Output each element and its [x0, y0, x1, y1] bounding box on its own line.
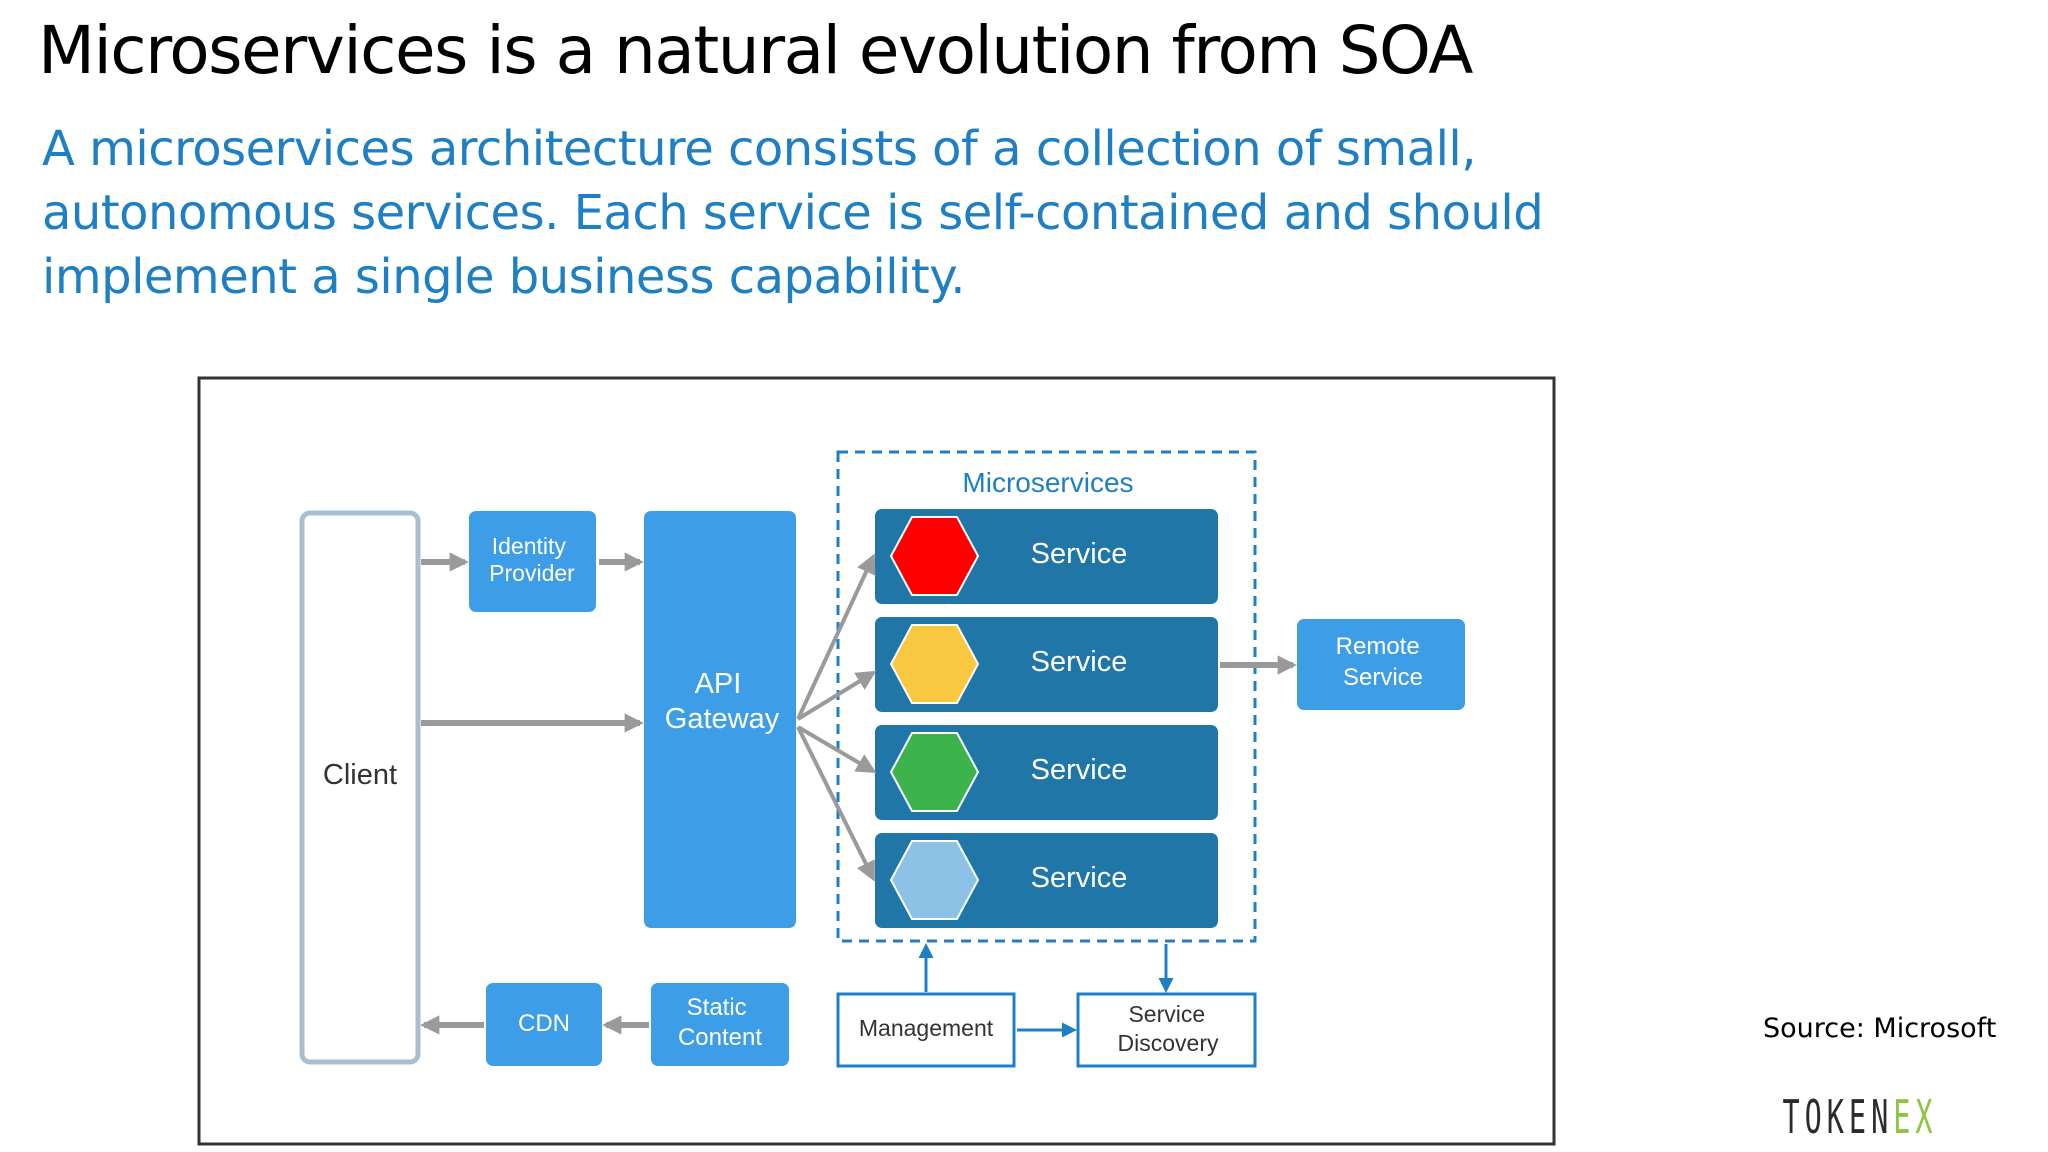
logo-letter: O [1804, 1090, 1822, 1144]
arrow-gateway-to-service-4 [796, 726, 875, 882]
arrow-gateway-to-service-2 [796, 670, 877, 721]
service-label: Service [1031, 646, 1128, 678]
client-box [299, 510, 421, 1065]
cdn-label: CDN [518, 1010, 570, 1037]
service-4: Service [875, 833, 1218, 928]
remote-service-box [1297, 619, 1465, 710]
client-label: Client [323, 759, 397, 791]
service-discovery-box [1076, 992, 1257, 1068]
service-label: Service [1031, 754, 1128, 786]
source-note: Source: Microsoft [1763, 1013, 1997, 1044]
logo-letter: K [1826, 1090, 1844, 1144]
logo-letter: N [1871, 1090, 1889, 1144]
logo-letter: T [1782, 1090, 1800, 1144]
management-box [836, 992, 1016, 1068]
service-3: Service [875, 725, 1218, 820]
service-discovery-label: Service Discovery [1118, 1001, 1219, 1056]
slide-title: Microservices is a natural evolution fro… [38, 12, 1473, 89]
service-hexagon [889, 840, 980, 920]
api-gateway-box [644, 511, 796, 928]
remote-service-label: Remote Service [1336, 633, 1427, 691]
service-label: Service [1031, 538, 1128, 570]
logo-letter-accent: X [1915, 1090, 1933, 1144]
api-gateway-label: API Gateway [665, 668, 780, 735]
identity-provider-label: Identity Provider [489, 533, 575, 586]
static-content-box [651, 983, 789, 1066]
logo-letter: E [1848, 1090, 1867, 1144]
arrow-gateway-to-service-1 [796, 553, 876, 720]
management-label: Management [859, 1015, 994, 1041]
microservices-label: Microservices [962, 467, 1133, 498]
service-hexagon [889, 732, 980, 812]
slide-subtitle: A microservices architecture consists of… [42, 121, 1544, 305]
service-hexagon [889, 624, 980, 704]
logo-letter-accent: E [1893, 1090, 1911, 1144]
static-content-label: Static Content [678, 994, 762, 1051]
service-hexagon [889, 516, 980, 596]
service-label: Service [1031, 862, 1128, 894]
identity-provider-box [469, 511, 596, 612]
service-2: Service [875, 617, 1218, 712]
tokenex-logo: T O K E N E X [1780, 1092, 1935, 1142]
service-1: Service [875, 509, 1218, 604]
cdn-box [486, 983, 602, 1066]
arrow-gateway-to-service-3 [796, 725, 877, 774]
